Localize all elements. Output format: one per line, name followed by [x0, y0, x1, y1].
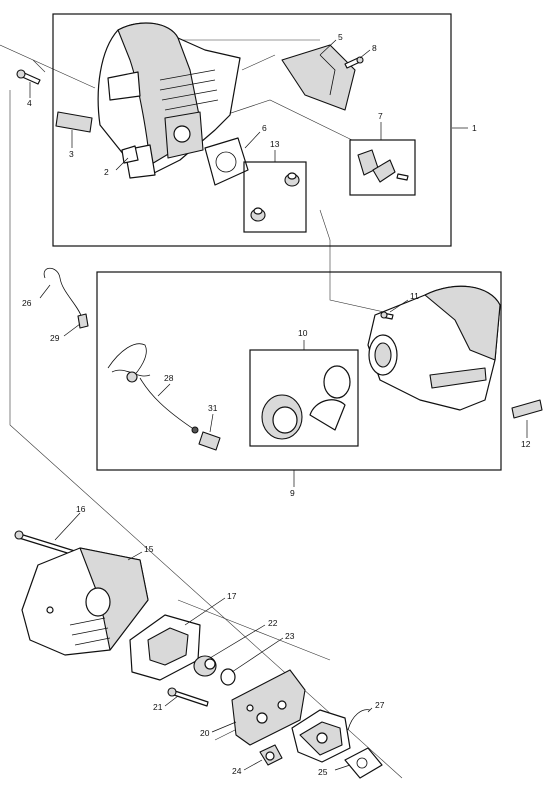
part-21-screw: [167, 687, 209, 707]
part-10-box: [249, 349, 359, 447]
carburetor: [291, 709, 351, 763]
callout-8: 8: [372, 43, 377, 53]
part-28-fuel-pipe: [139, 377, 196, 431]
fuel-tank-frame: [96, 271, 502, 471]
part-7-clips: [357, 149, 409, 183]
part-17-filter-element: [129, 614, 201, 681]
callout-17: 17: [227, 591, 237, 601]
callout-23: 23: [285, 631, 295, 641]
part-6-gasket: [204, 137, 249, 186]
fuel-lines: [107, 343, 151, 383]
callout-25: 25: [318, 767, 328, 777]
callout-31: 31: [208, 403, 218, 413]
callout-15: 15: [144, 544, 154, 554]
callout-5: 5: [338, 32, 343, 42]
callout-3: 3: [69, 149, 74, 159]
callout-11: 11: [410, 291, 419, 301]
part-27-hose: [347, 709, 371, 731]
part-22-knob: [193, 655, 217, 677]
part-10-fuel-cap: [261, 365, 351, 440]
part-29-fitting: [77, 313, 89, 329]
part-11-screw: [380, 311, 394, 320]
part-12-plate: [511, 399, 543, 419]
upper-assembly-frame: [52, 13, 452, 247]
callout-12: 12: [521, 439, 531, 449]
part-23-o-ring: [220, 668, 236, 686]
fuel-tank-body: [367, 285, 501, 411]
part-25-gasket: [344, 747, 383, 779]
part-7-box: [349, 139, 416, 196]
part-2-bracket: [121, 145, 139, 164]
part-8-screw: [344, 56, 364, 69]
callout-1: 1: [472, 123, 477, 133]
part-3-label-plate: [55, 111, 93, 133]
callout-9: 9: [290, 488, 295, 498]
callout-7: 7: [378, 111, 383, 121]
callout-16: 16: [76, 504, 86, 514]
callout-6: 6: [262, 123, 267, 133]
callout-4: 4: [27, 98, 32, 108]
callout-26: 26: [22, 298, 32, 308]
callout-21: 21: [153, 702, 163, 712]
part-15-air-cleaner-cover: [21, 547, 149, 656]
callout-24: 24: [232, 766, 242, 776]
part-24-knob: [259, 744, 283, 766]
part-26-hose: [43, 267, 83, 319]
callout-22: 22: [268, 618, 278, 628]
part-13-grommets: [250, 172, 300, 222]
callout-20: 20: [200, 728, 210, 738]
part-31-filter: [191, 426, 221, 451]
callout-29: 29: [50, 333, 60, 343]
callout-27: 27: [375, 700, 385, 710]
part-5-muffler-cover: [281, 44, 356, 111]
part-4-screw: [16, 69, 41, 85]
engine-cover-shroud: [97, 22, 241, 179]
callout-13: 13: [270, 139, 280, 149]
part-20-base-plate: [231, 669, 306, 746]
leader-lines: [29, 39, 528, 771]
callout-2: 2: [104, 167, 109, 177]
callout-numbers: 1 2 3 4 5 6 7 8 9 10 11 12 13 15 16 17 2…: [22, 32, 531, 777]
callout-28: 28: [164, 373, 174, 383]
part-13-box: [243, 161, 307, 233]
callout-10: 10: [298, 328, 308, 338]
